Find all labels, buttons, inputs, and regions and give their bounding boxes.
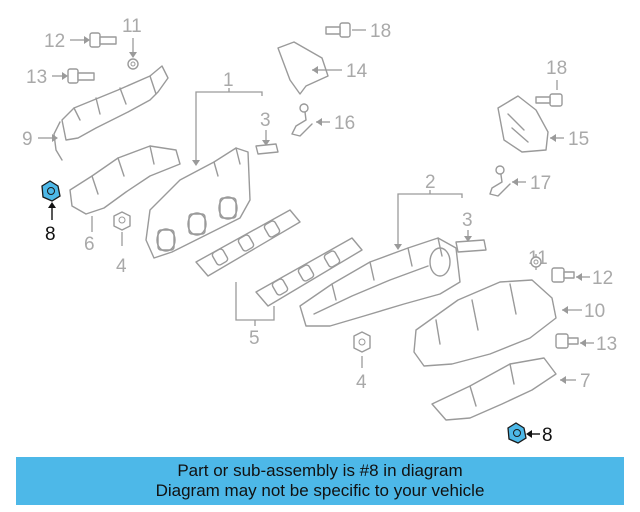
callout-15: 15 xyxy=(568,129,589,150)
part-13-bolt-right xyxy=(555,333,594,349)
part-1-exhaust-manifold-left xyxy=(145,88,263,259)
part-11-washer-top xyxy=(127,38,139,70)
banner-line-part: Part or sub-assembly is #8 in diagram xyxy=(177,461,463,480)
part-3-stud-right xyxy=(455,230,487,253)
part-4-nut-center xyxy=(353,331,371,368)
part-12-bolt-top xyxy=(70,32,117,48)
part-4-nut-left xyxy=(113,211,131,246)
part-7-heat-shield-lower-right xyxy=(431,357,576,421)
part-info-banner: Part or sub-assembly is #8 in diagram Di… xyxy=(16,457,624,505)
callout-12-right: 12 xyxy=(592,268,613,289)
callout-16: 16 xyxy=(334,113,355,134)
callout-18-right: 18 xyxy=(546,58,567,79)
callout-3-left: 3 xyxy=(260,110,271,131)
banner-line-disclaimer: Diagram may not be specific to your vehi… xyxy=(155,481,485,500)
part-17-clip xyxy=(489,165,526,197)
callout-2: 2 xyxy=(425,172,436,193)
part-2-exhaust-manifold-right xyxy=(299,190,463,327)
part-6-heat-shield-lower xyxy=(69,145,181,232)
callout-14: 14 xyxy=(346,61,368,82)
callout-5: 5 xyxy=(249,328,260,349)
callout-18-top: 18 xyxy=(370,21,391,42)
callout-17: 17 xyxy=(530,173,551,194)
callout-13-right: 13 xyxy=(596,334,617,355)
callout-9: 9 xyxy=(22,129,33,150)
exhaust-manifold-diagram: 12 11 13 9 6 4 xyxy=(22,16,617,446)
callout-8-right: 8 xyxy=(542,425,553,446)
part-3-stud-left xyxy=(255,130,279,155)
part-5-gaskets xyxy=(195,209,363,326)
part-16-clip xyxy=(291,103,330,137)
callout-10: 10 xyxy=(584,301,605,322)
part-13-bolt-left xyxy=(52,68,95,84)
callout-8-left: 8 xyxy=(45,224,56,245)
callout-4-center: 4 xyxy=(356,372,367,393)
callout-11-top: 11 xyxy=(122,16,142,37)
part-18-bolt-right xyxy=(535,80,563,107)
part-9-heat-shield-upper xyxy=(38,65,169,161)
part-8-nut-left-highlighted xyxy=(41,180,61,220)
part-12-bolt-right xyxy=(551,267,590,283)
part-14-bracket xyxy=(277,41,342,95)
callout-12-top: 12 xyxy=(44,31,65,52)
callout-1: 1 xyxy=(223,70,234,91)
callout-4-left: 4 xyxy=(116,256,127,277)
part-15-heat-shield-plate xyxy=(497,95,564,153)
part-8-nut-right-highlighted xyxy=(507,422,540,444)
part-18-bolt-top xyxy=(325,22,366,38)
callout-13-left: 13 xyxy=(26,67,47,88)
callout-3-right: 3 xyxy=(462,210,473,231)
callout-6: 6 xyxy=(84,234,95,255)
part-11-washer-right xyxy=(530,254,542,270)
callout-7: 7 xyxy=(580,371,591,392)
part-10-heat-shield-right xyxy=(413,279,582,367)
